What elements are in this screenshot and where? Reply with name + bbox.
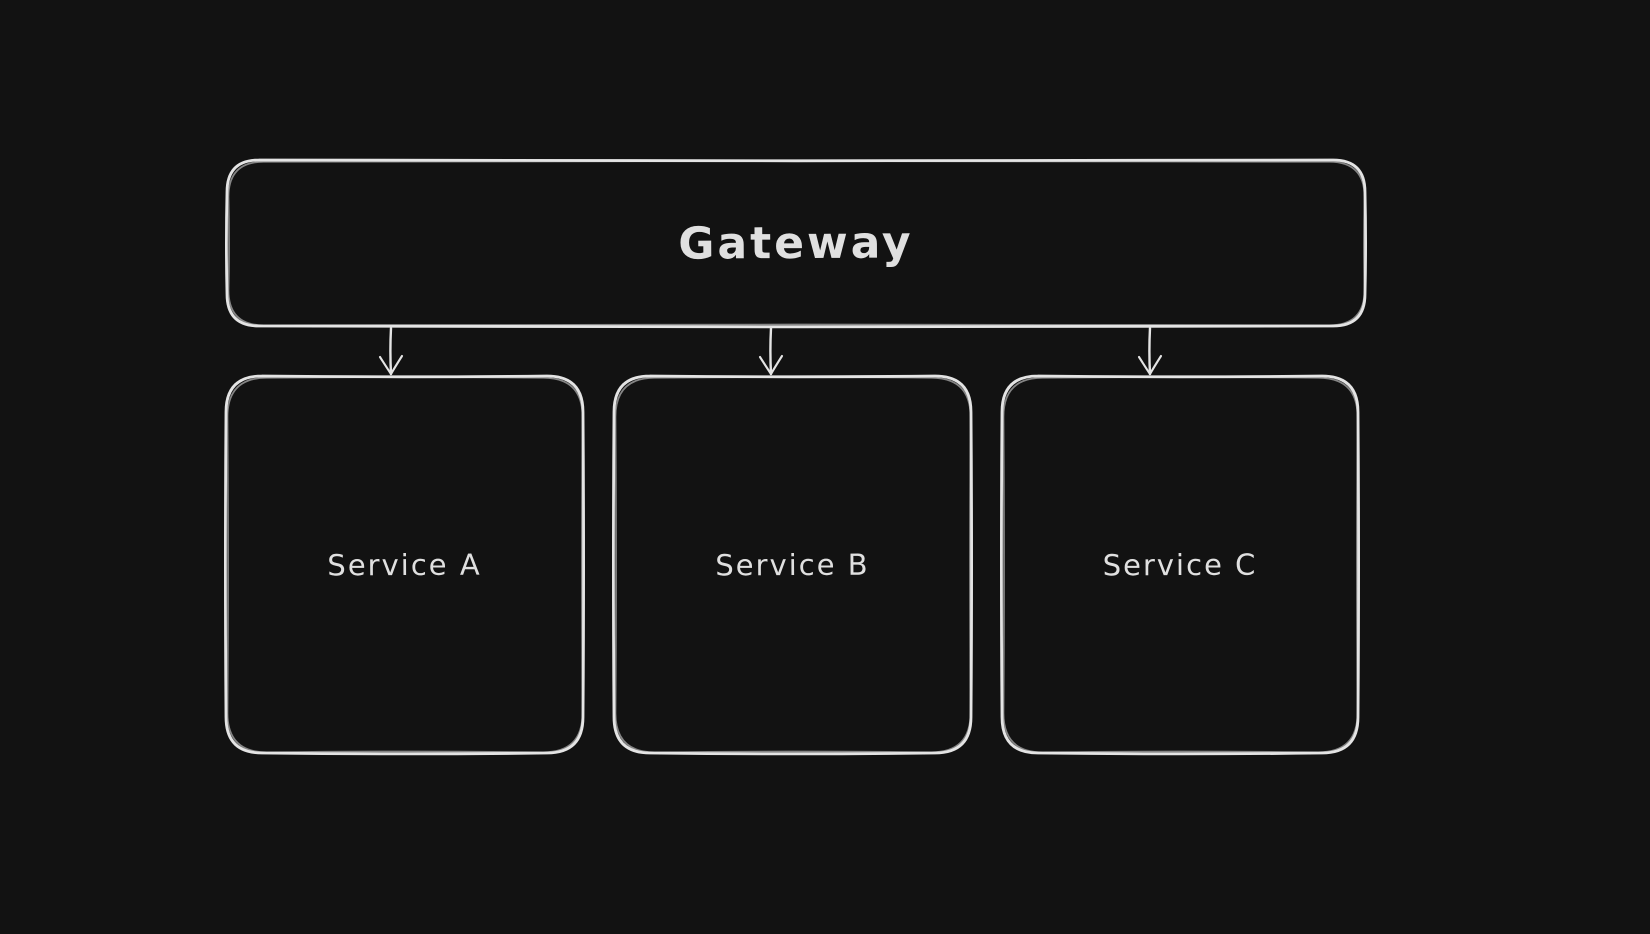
node-service-a-shape[interactable] [224,374,585,756]
node-service-b-shape[interactable] [612,374,973,756]
connector-gateway-to-service-a-arrow[interactable] [378,326,404,376]
node-gateway-shape[interactable] [225,158,1367,329]
node-service-c-shape[interactable] [1000,374,1360,756]
connector-gateway-to-service-b-arrow[interactable] [758,326,784,376]
connector-gateway-to-service-c-arrow[interactable] [1137,326,1163,376]
